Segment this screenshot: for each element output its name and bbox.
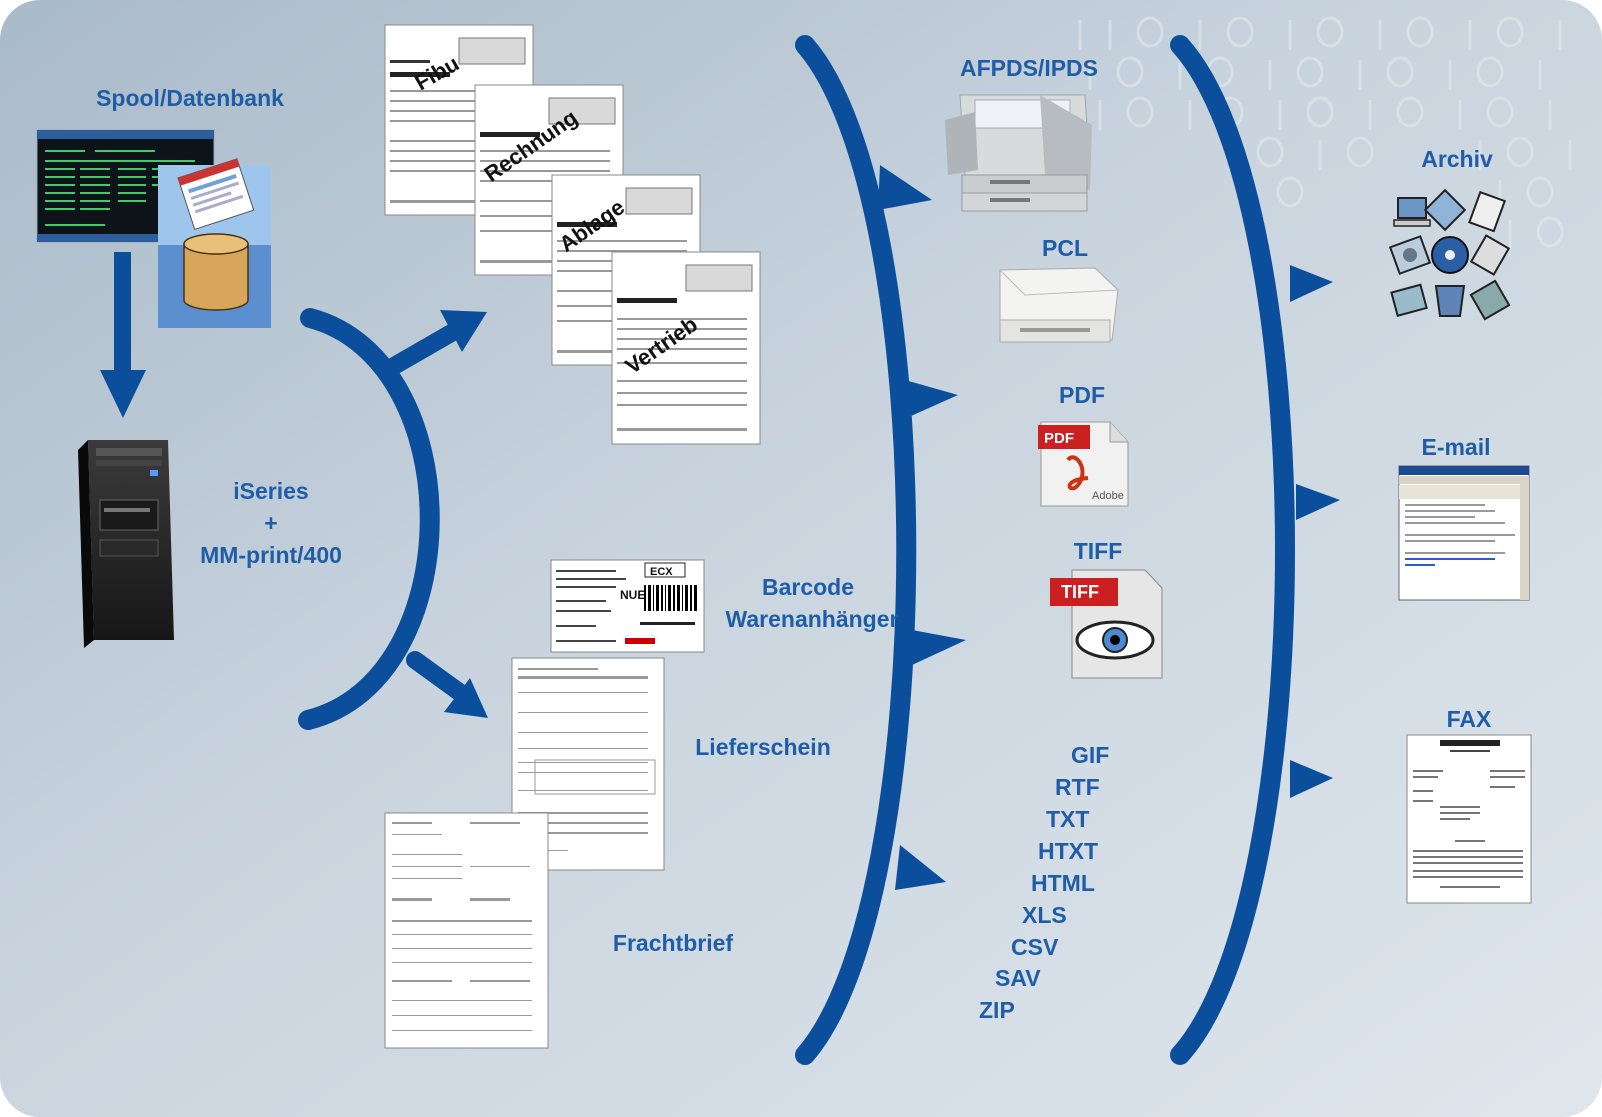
invoice-document-stack — [384, 24, 761, 445]
delivery-note-label: Lieferschein — [695, 734, 831, 760]
barcode-nue-text: NUE — [620, 588, 646, 602]
fax-label: FAX — [1446, 706, 1492, 732]
format-xls: XLS — [1022, 902, 1067, 928]
destination-arc — [1170, 35, 1340, 1065]
afp-label: AFPDS/IPDS — [959, 55, 1099, 81]
format-gif: GIF — [1071, 742, 1110, 768]
invoice-sheet — [611, 251, 761, 445]
database-cylinder-icon — [158, 158, 271, 328]
email-label: E-mail — [1421, 434, 1491, 460]
pdf-label: PDF — [1059, 382, 1105, 408]
spool-database-label: Spool/Datenbank — [96, 85, 284, 111]
mm-print-label: MM-print/400 — [200, 542, 342, 568]
format-txt: TXT — [1046, 806, 1090, 832]
pdf-icon-brand: Adobe — [1092, 490, 1124, 502]
plus-label: + — [264, 510, 278, 536]
format-htxt: HTXT — [1038, 838, 1099, 864]
pdf-icon-text: PDF — [1044, 430, 1074, 447]
spool-to-server-arrow — [100, 252, 146, 418]
format-rtf: RTF — [1055, 774, 1100, 800]
archive-label: Archiv — [1421, 146, 1493, 172]
format-sav: SAV — [995, 965, 1041, 991]
desktop-printer-icon — [999, 267, 1119, 343]
email-window-icon — [1398, 465, 1530, 601]
freight-letter-sheet — [384, 812, 549, 1049]
barcode-label: Barcode — [761, 574, 855, 600]
tiff-icon-text: TIFF — [1061, 582, 1099, 602]
tiff-label: TIFF — [1073, 538, 1123, 564]
barcode-label-sheet — [550, 559, 705, 653]
iseries-label: iSeries — [233, 478, 309, 504]
format-csv: CSV — [1011, 934, 1059, 960]
format-zip: ZIP — [979, 997, 1015, 1023]
server-tower-icon — [78, 440, 174, 648]
laser-printer-icon — [945, 94, 1092, 212]
archive-media-icon — [1388, 188, 1511, 321]
format-arc — [795, 35, 966, 1065]
fax-sheet-icon — [1406, 734, 1532, 904]
format-html: HTML — [1031, 870, 1095, 896]
distribution-arc — [298, 308, 488, 730]
pcl-label: PCL — [1042, 235, 1088, 261]
tiff-file-icon — [1050, 569, 1163, 679]
freight-letter-label: Frachtbrief — [612, 930, 734, 956]
pdf-file-icon — [1038, 421, 1129, 507]
tag-label: Warenanhänger — [725, 606, 899, 632]
barcode-ecx-text: ECX — [650, 566, 673, 578]
